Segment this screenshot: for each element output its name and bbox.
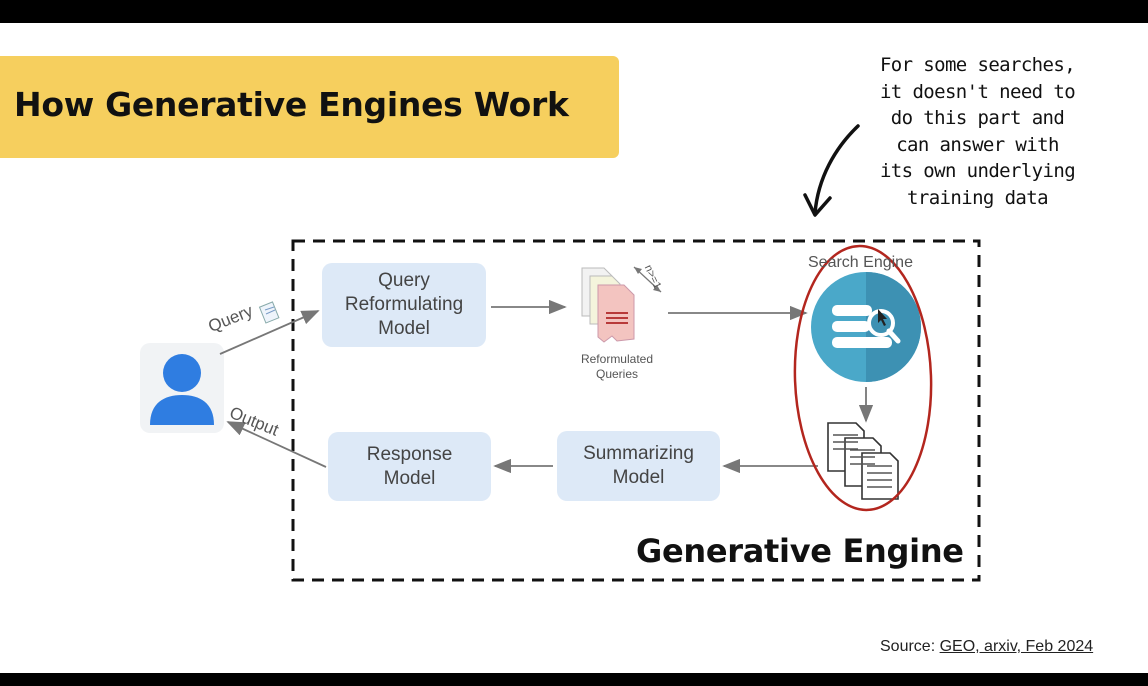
user-icon	[140, 343, 224, 433]
generative-engine-label: Generative Engine	[636, 532, 964, 570]
box-label-line: Summarizing	[583, 443, 694, 464]
annotation-line: it doesn't need to	[879, 80, 1076, 103]
box-label-line: Model	[383, 467, 436, 489]
diagram-graphics	[140, 124, 981, 582]
query-arrow	[219, 310, 320, 355]
annotation-arrow	[803, 124, 860, 217]
search-engine-label: Search Engine	[808, 254, 913, 271]
annotation-line: its own underlying	[879, 160, 1076, 182]
response-model-box: Response Model	[328, 432, 491, 501]
documents-icon	[827, 422, 899, 500]
reformulated-queries-icon	[581, 267, 635, 343]
annotation-line: can answer with	[896, 133, 1059, 156]
reformulated-queries-label: Reformulated Queries	[572, 352, 662, 382]
generative-engine-container	[291, 239, 981, 582]
box-label-line: Response	[366, 443, 453, 465]
box-label-line: Model	[378, 318, 430, 339]
search-engine-icon	[811, 272, 921, 382]
annotation-line: do this part and	[890, 107, 1065, 129]
query-reformulating-model-box: Query Reformulating Model	[322, 263, 486, 347]
slide-title: How Generative Engines Work	[14, 85, 569, 124]
output-arrow	[226, 421, 327, 468]
handwritten-annotation: For some searches, it doesn't need to do…	[860, 52, 1095, 211]
document-icon	[258, 301, 280, 324]
source-citation: Source: GEO, arxiv, Feb 2024	[880, 638, 1093, 656]
box-label-line: Query	[378, 270, 430, 291]
source-prefix: Source:	[880, 638, 936, 655]
label-line: Reformulated	[580, 352, 654, 366]
box-label-line: Model	[612, 467, 665, 488]
highlight-circle	[793, 244, 933, 512]
annotation-line: training data	[907, 186, 1049, 209]
slide: How Generative Engines Work For some sea…	[0, 23, 1148, 673]
source-link[interactable]: GEO, arxiv, Feb 2024	[939, 638, 1094, 655]
label-line: Queries	[595, 367, 639, 381]
box-label-line: Reformulating	[344, 294, 464, 315]
summarizing-model-box: Summarizing Model	[557, 431, 720, 501]
title-banner: How Generative Engines Work	[0, 56, 619, 158]
annotation-line: For some searches,	[879, 54, 1076, 76]
